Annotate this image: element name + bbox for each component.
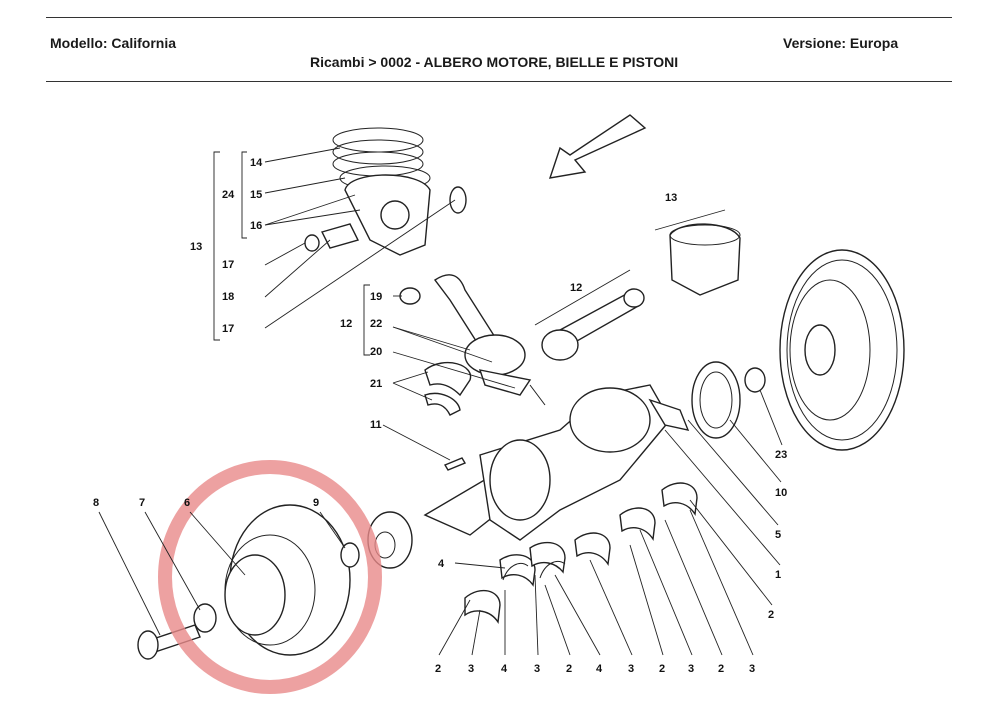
callout-21: 21 [370, 378, 382, 390]
crankshaft[interactable] [423, 384, 690, 541]
callout-14: 14 [250, 157, 263, 169]
version-label: Versione: Europa [783, 35, 899, 51]
bottom-callout-1: 2 [435, 663, 441, 675]
piston-assembly[interactable] [304, 127, 467, 256]
piston-right[interactable] [669, 223, 741, 296]
model-label: Modello: California [50, 35, 176, 51]
callout-1: 1 [775, 569, 781, 581]
callout-17b: 17 [222, 323, 234, 335]
callout-18: 18 [222, 291, 234, 303]
callout-2-right: 2 [768, 609, 774, 621]
bottom-callout-2: 3 [468, 663, 474, 675]
flywheel[interactable] [779, 249, 905, 451]
bottom-callout-3: 4 [501, 663, 508, 675]
header-top-rule [46, 17, 952, 18]
callout-13a: 13 [190, 241, 202, 253]
callout-19: 19 [370, 291, 382, 303]
connecting-rod-assembled[interactable] [541, 288, 645, 361]
bottom-callout-9: 3 [688, 663, 694, 675]
washer[interactable] [193, 603, 217, 633]
callout-11: 11 [370, 419, 382, 431]
thrust-washers[interactable] [502, 561, 566, 581]
bottom-callout-6: 4 [596, 663, 603, 675]
callout-15: 15 [250, 189, 262, 201]
callout-12a: 12 [340, 318, 352, 330]
callout-labels: 14 24 15 16 13 17 18 17 19 12 22 20 21 1… [93, 157, 787, 675]
bottom-callout-4: 3 [534, 663, 540, 675]
callout-5: 5 [775, 529, 781, 541]
header-bottom-rule [46, 81, 952, 82]
small-bushing[interactable] [744, 367, 766, 393]
callout-4: 4 [438, 558, 445, 570]
bottom-callout-8: 2 [659, 663, 665, 675]
callout-24: 24 [222, 189, 235, 201]
highlight-circle [158, 460, 382, 694]
leader-lines [98, 147, 783, 656]
callout-7: 7 [139, 497, 145, 509]
connecting-rod-exploded[interactable] [399, 274, 546, 416]
bottom-callout-11: 3 [749, 663, 755, 675]
pulley[interactable] [224, 504, 351, 656]
bracket-lines [213, 151, 370, 356]
callout-8: 8 [93, 497, 99, 509]
callout-9: 9 [313, 497, 319, 509]
callout-13b: 13 [665, 192, 677, 204]
callout-10: 10 [775, 487, 787, 499]
bottom-callout-10: 2 [718, 663, 724, 675]
oil-seal[interactable] [691, 361, 741, 439]
direction-arrow-icon [548, 114, 647, 179]
callout-6: 6 [184, 497, 190, 509]
callout-16: 16 [250, 220, 262, 232]
bottom-callout-5: 2 [566, 663, 572, 675]
page-title: Ricambi > 0002 - ALBERO MOTORE, BIELLE E… [310, 54, 679, 70]
spacer-ring[interactable] [340, 542, 360, 568]
bottom-callout-7: 3 [628, 663, 634, 675]
callout-23: 23 [775, 449, 787, 461]
dowel-pin[interactable] [443, 457, 467, 471]
bearing-shells[interactable] [464, 482, 698, 624]
callout-12b: 12 [570, 282, 582, 294]
callout-17a: 17 [222, 259, 234, 271]
callout-22: 22 [370, 318, 382, 330]
callout-20: 20 [370, 346, 382, 358]
